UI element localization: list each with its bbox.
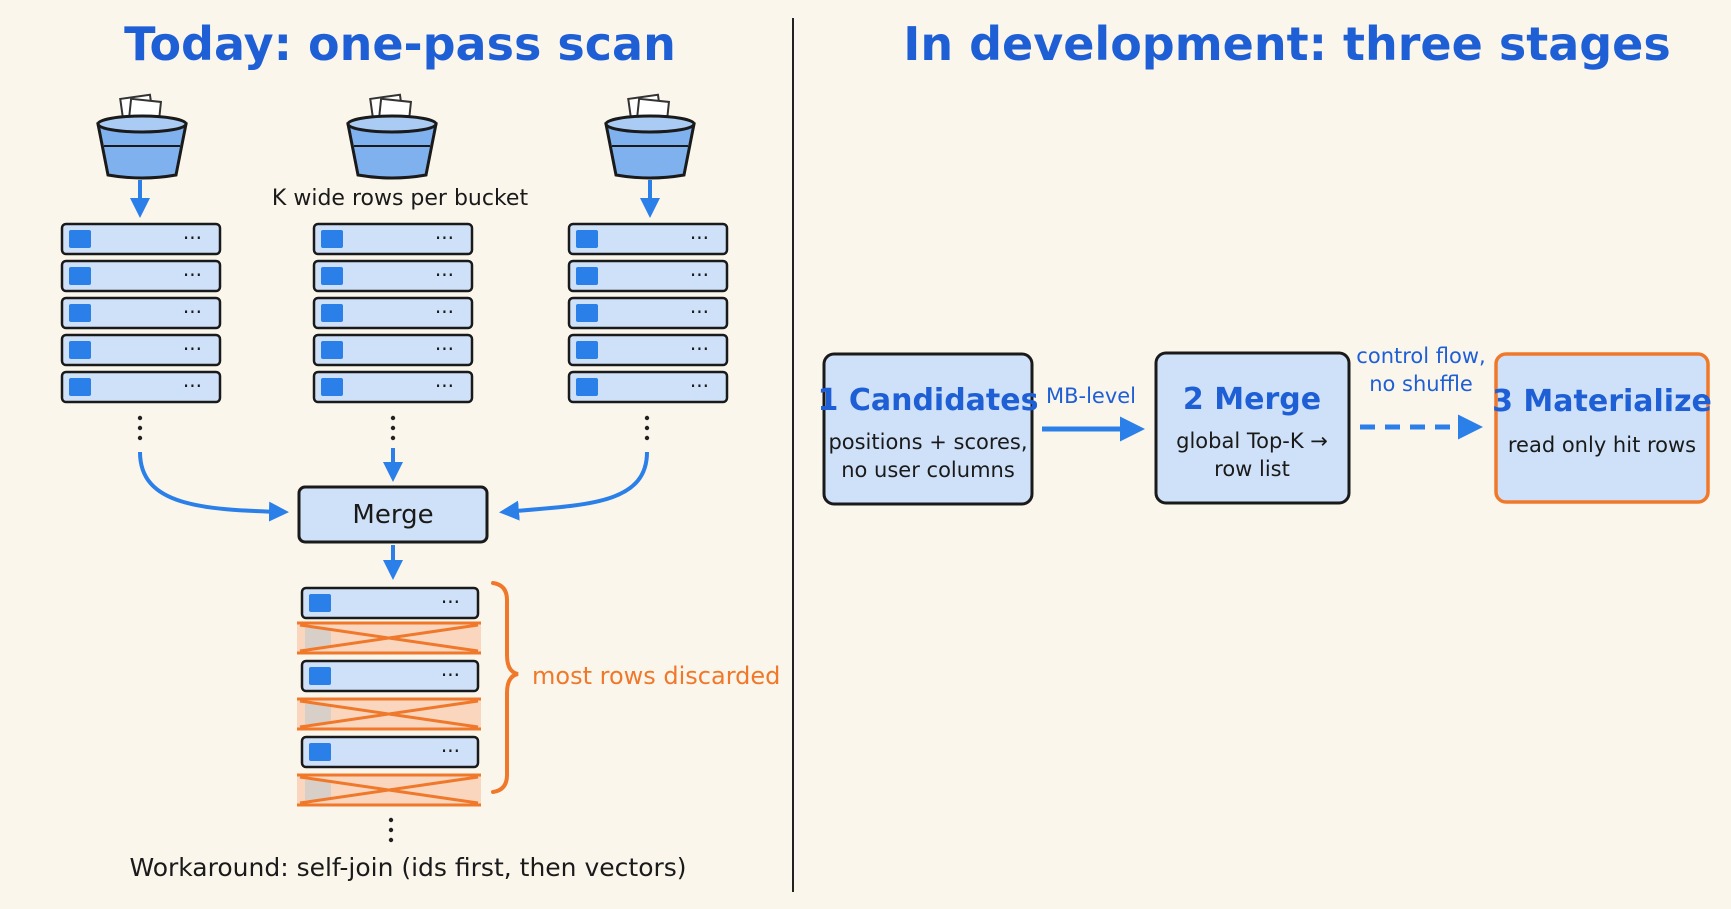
- right-title: In development: three stages: [903, 17, 1671, 71]
- stage-title: 2 Merge: [1183, 382, 1321, 417]
- row-ellipsis: ···: [183, 337, 202, 361]
- discarded-row: [297, 697, 481, 731]
- table-row: ···: [312, 222, 474, 256]
- row-ellipsis: ···: [435, 337, 454, 361]
- bucket-icon: [346, 93, 438, 180]
- table-row: ···: [60, 259, 222, 293]
- stage-candidates: 1 Candidates positions + scores, no user…: [818, 352, 1039, 506]
- row-ellipsis: ···: [441, 663, 460, 687]
- table-row: ···: [312, 296, 474, 330]
- stage-desc: positions + scores,: [828, 430, 1027, 454]
- row-stack: ··· ··· ··· ··· ···: [567, 222, 729, 404]
- row-ellipsis: ···: [441, 590, 460, 614]
- row-ellipsis: ···: [690, 300, 709, 324]
- bucket-label: K wide rows per bucket: [272, 186, 529, 211]
- table-row: ···: [60, 370, 222, 404]
- bucket-icon: [96, 93, 188, 180]
- row-ellipsis: ···: [435, 263, 454, 287]
- row-ellipsis: ···: [690, 374, 709, 398]
- merge-label: Merge: [352, 500, 433, 530]
- stage-materialize: 3 Materialize read only hit rows: [1492, 352, 1712, 504]
- table-row: ···: [300, 659, 480, 693]
- stage-desc: global Top-K →: [1176, 429, 1328, 453]
- arrow-icon: [138, 451, 289, 522]
- table-row: ···: [60, 222, 222, 256]
- row-ellipsis: ···: [690, 263, 709, 287]
- row-ellipsis: ···: [183, 374, 202, 398]
- arrow2-label: no shuffle: [1369, 372, 1473, 396]
- arrow2-label: control flow,: [1356, 344, 1485, 368]
- table-row: ···: [567, 333, 729, 367]
- left-title: Today: one-pass scan: [124, 17, 676, 71]
- table-row: ···: [60, 296, 222, 330]
- stage-title: 1 Candidates: [818, 383, 1039, 418]
- discard-brace: [491, 581, 519, 794]
- table-row: ···: [312, 370, 474, 404]
- row-ellipsis: ···: [183, 226, 202, 250]
- row-stack: ··· ··· ··· ··· ···: [312, 222, 474, 404]
- row-ellipsis: ···: [183, 263, 202, 287]
- row-ellipsis: ···: [690, 226, 709, 250]
- row-ellipsis: ···: [183, 300, 202, 324]
- table-row: ···: [300, 586, 480, 620]
- table-row: ···: [312, 333, 474, 367]
- stage-desc: row list: [1214, 457, 1290, 481]
- stage-desc: read only hit rows: [1508, 433, 1696, 457]
- stage-title: 3 Materialize: [1492, 384, 1712, 419]
- row-ellipsis: ···: [690, 337, 709, 361]
- row-ellipsis: ···: [435, 374, 454, 398]
- arrow-icon: [499, 451, 649, 521]
- row-ellipsis: ···: [441, 739, 460, 763]
- discard-label: most rows discarded: [532, 662, 780, 690]
- discarded-row: [297, 621, 481, 655]
- row-ellipsis: ···: [435, 300, 454, 324]
- table-row: ···: [567, 296, 729, 330]
- table-row: ···: [567, 259, 729, 293]
- continuation-dots: [137, 415, 650, 843]
- table-row: ···: [312, 259, 474, 293]
- discarded-row: [297, 773, 481, 807]
- row-ellipsis: ···: [435, 226, 454, 250]
- stage-merge: 2 Merge global Top-K → row list: [1154, 351, 1351, 505]
- table-row: ···: [567, 370, 729, 404]
- table-row: ···: [60, 333, 222, 367]
- table-row: ···: [300, 735, 480, 769]
- merge-box: [297, 485, 489, 544]
- stage-desc: no user columns: [841, 458, 1015, 482]
- row-stack: ··· ··· ··· ··· ···: [60, 222, 222, 404]
- arrow1-label: MB-level: [1046, 384, 1136, 408]
- bucket-icon: [604, 93, 696, 180]
- workaround-text: Workaround: self-join (ids first, then v…: [129, 853, 686, 882]
- table-row: ···: [567, 222, 729, 256]
